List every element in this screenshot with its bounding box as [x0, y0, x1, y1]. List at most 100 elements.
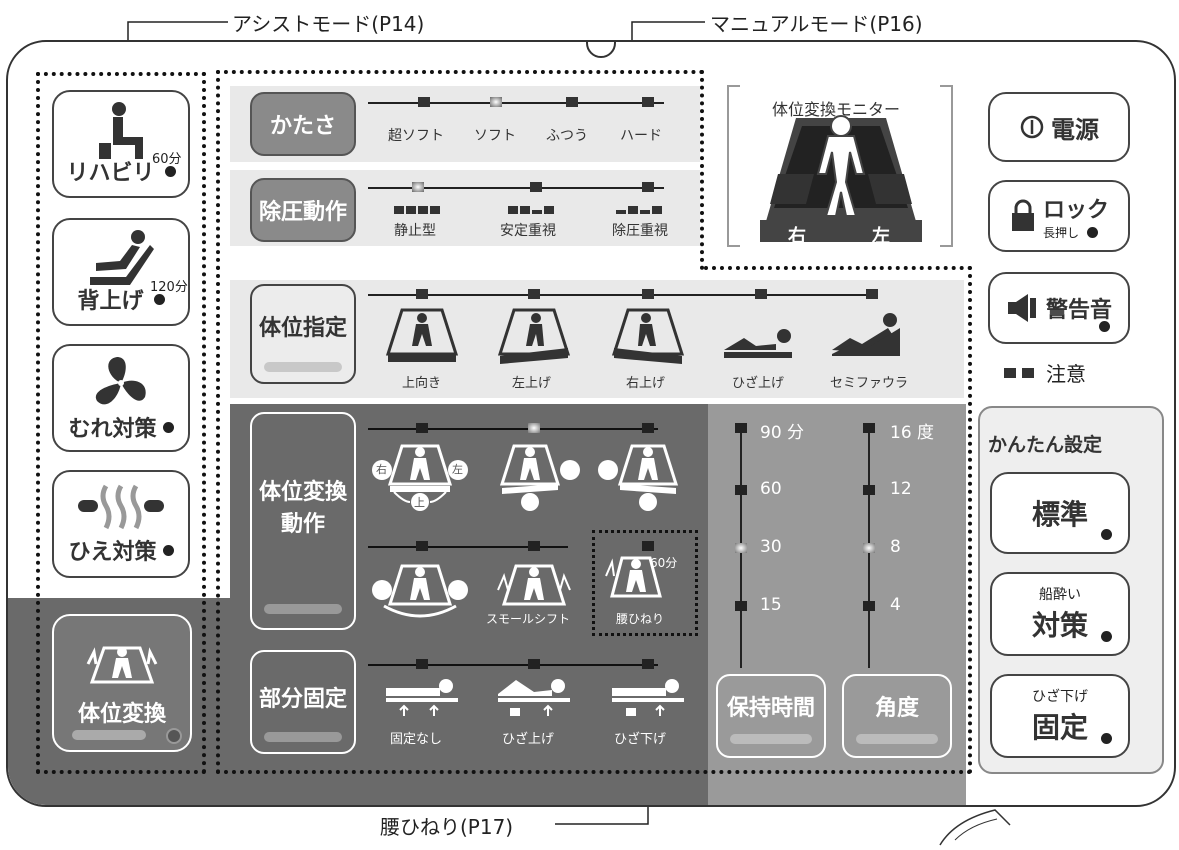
- power-button[interactable]: 電源: [988, 92, 1130, 162]
- pressure-option[interactable]: 静止型: [394, 223, 436, 239]
- pressure-track: [368, 187, 664, 189]
- hold-time-marker: [735, 423, 747, 433]
- motion-indicator-bar: [264, 604, 342, 614]
- angle-value[interactable]: 16 度: [890, 418, 934, 443]
- rehab-button[interactable]: 60分 リハビリ: [52, 90, 190, 198]
- hold-time-unit: 分: [787, 423, 805, 443]
- firmness-option[interactable]: ソフト: [474, 128, 516, 144]
- motion-sickness-label-line2: 対策: [1031, 609, 1088, 642]
- manual-mode-border-top: [216, 70, 704, 270]
- power-icon: [1020, 115, 1044, 139]
- reposition-button[interactable]: 体位変換: [52, 614, 192, 752]
- knee-down-fix-button[interactable]: ひざ下げ 固定: [990, 674, 1130, 758]
- motion-label-line1: 体位変換: [258, 480, 347, 505]
- partial-none-icon: [386, 679, 458, 716]
- stuffy-button[interactable]: むれ対策: [52, 344, 190, 452]
- hold-time-label: 保持時間: [726, 696, 815, 721]
- angle-value[interactable]: 8: [890, 537, 901, 557]
- marker-up: 上: [414, 496, 425, 509]
- partial-option[interactable]: ひざ上げ: [502, 732, 555, 747]
- back-up-icon: [90, 230, 154, 285]
- assist-mode-border: [36, 72, 206, 774]
- pressure-option[interactable]: 除圧重視: [612, 223, 668, 239]
- rehab-icon: [99, 102, 143, 159]
- waist-twist-border: [592, 530, 698, 636]
- partial-track: [368, 664, 658, 666]
- hold-time-number: 90: [760, 423, 782, 443]
- position-button[interactable]: 体位指定: [250, 284, 356, 384]
- angle-label: 角度: [874, 696, 919, 721]
- firmness-button[interactable]: かたさ: [250, 92, 356, 156]
- monitor-title: 体位変換モニター: [772, 100, 901, 119]
- standard-button[interactable]: 標準: [990, 472, 1130, 554]
- hold-time-marker: [735, 601, 747, 611]
- hold-time-button[interactable]: 保持時間: [716, 674, 826, 758]
- hold-time-indicator-bar: [730, 734, 812, 744]
- reposition-indicator-bar: [72, 730, 146, 740]
- hold-time-value[interactable]: 90 分: [760, 418, 804, 443]
- waist-twist-button[interactable]: 60分 腰ひねり: [596, 534, 694, 632]
- motion-track-2: [368, 546, 568, 548]
- position-left-up-icon: [497, 308, 571, 364]
- alarm-button[interactable]: 警告音: [988, 272, 1130, 344]
- position-knee-up-icon: [724, 329, 792, 358]
- firmness-option-marker: [566, 97, 578, 107]
- hold-time-value[interactable]: 60: [760, 479, 782, 499]
- waist-twist-time: 60分: [650, 556, 678, 570]
- firmness-option[interactable]: 超ソフト: [388, 128, 444, 144]
- lock-sub-label: 長押し: [1042, 225, 1079, 240]
- pressure-button[interactable]: 除圧動作: [250, 178, 356, 242]
- monitor-frame: [727, 85, 953, 247]
- firmness-option[interactable]: ふつう: [546, 128, 588, 144]
- position-option[interactable]: セミファウラ: [830, 376, 909, 391]
- pressure-option-marker: [530, 182, 542, 192]
- rehab-led: [164, 165, 176, 177]
- small-shift-label[interactable]: スモールシフト: [486, 612, 571, 626]
- lock-icon: [1011, 199, 1034, 231]
- angle-button[interactable]: 角度: [842, 674, 952, 758]
- partial-knee-down-icon: [612, 679, 684, 716]
- partial-option[interactable]: ひざ下げ: [614, 732, 667, 747]
- heat-waves-icon: [78, 484, 164, 530]
- motion-sickness-button[interactable]: 船酔い 対策: [990, 572, 1130, 656]
- position-option-marker: [866, 289, 878, 299]
- stuffy-led: [162, 421, 174, 433]
- panel-notch: [586, 42, 616, 58]
- position-semi-fowler-icon: [832, 313, 900, 356]
- lock-button[interactable]: ロック 長押し: [988, 180, 1130, 252]
- knee-down-label-line1: ひざ下げ: [1032, 689, 1088, 705]
- position-option[interactable]: 上向き: [402, 376, 442, 391]
- back-up-time: 120分: [150, 280, 188, 295]
- lock-led: [1087, 226, 1098, 238]
- position-option[interactable]: 左上げ: [512, 376, 552, 391]
- manual-mode-border-step: [704, 266, 972, 270]
- partial-fix-button[interactable]: 部分固定: [250, 650, 356, 754]
- partial-option-marker: [642, 659, 654, 669]
- back-up-button[interactable]: 120分 背上げ: [52, 218, 190, 326]
- firmness-option-marker: [418, 97, 430, 107]
- caution-led-1: [1004, 367, 1016, 378]
- hold-time-value[interactable]: 15: [760, 595, 782, 615]
- stuffy-label: むれ対策: [68, 417, 157, 442]
- firmness-option[interactable]: ハード: [620, 128, 662, 144]
- pressure-label: 除圧動作: [258, 200, 347, 225]
- angle-value[interactable]: 12: [890, 479, 912, 499]
- motion-option-marker: [416, 541, 428, 551]
- hold-time-value[interactable]: 30: [760, 537, 782, 557]
- partial-fix-label: 部分固定: [258, 687, 347, 712]
- angle-value[interactable]: 4: [890, 595, 901, 615]
- reposition-label: 体位変換: [77, 702, 166, 727]
- position-track: [368, 294, 872, 296]
- position-option-marker: [416, 289, 428, 299]
- partial-option[interactable]: 固定なし: [390, 732, 443, 747]
- cold-button[interactable]: ひえ対策: [52, 470, 190, 578]
- position-option[interactable]: 右上げ: [626, 376, 666, 391]
- standard-label: 標準: [1031, 498, 1088, 531]
- position-option[interactable]: ひざ上げ: [732, 376, 785, 391]
- motion-option-marker: [416, 423, 428, 433]
- cold-led: [162, 544, 174, 556]
- position-indicator-bar: [264, 362, 342, 372]
- pressure-option[interactable]: 安定重視: [500, 223, 556, 239]
- position-label: 体位指定: [258, 316, 347, 341]
- motion-button[interactable]: 体位変換 動作: [250, 412, 356, 630]
